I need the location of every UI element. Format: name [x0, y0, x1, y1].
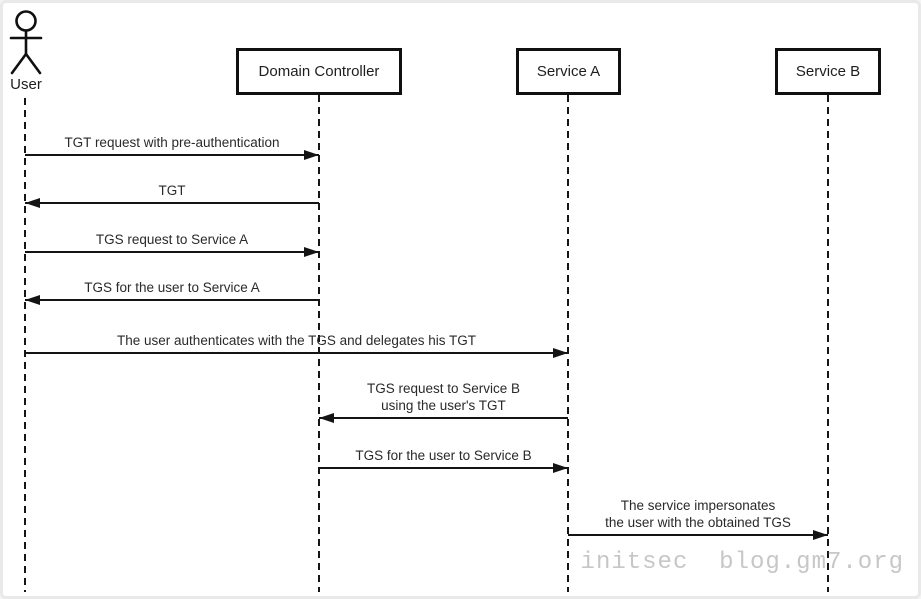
lifeline-domain-controller — [318, 95, 320, 592]
message-line — [25, 299, 319, 301]
message-label: TGS for the user to Service A — [84, 280, 260, 295]
participant-domain-controller: Domain Controller — [236, 48, 402, 95]
participant-service-b: Service B — [775, 48, 881, 95]
message-label: The user authenticates with the TGS and … — [117, 333, 476, 348]
arrowhead-right-icon — [304, 247, 319, 257]
arrowhead-right-icon — [813, 530, 828, 540]
arrowhead-right-icon — [553, 463, 568, 473]
message-line — [25, 251, 319, 253]
participant-label: Service A — [536, 63, 601, 80]
message-line — [319, 467, 568, 469]
message-label: TGS for the user to Service B — [355, 448, 532, 463]
message-label: TGS request to Service A — [95, 232, 249, 247]
message-label: TGT — [158, 183, 186, 198]
watermark: initsec blog.gm7.org — [580, 549, 904, 576]
arrowhead-left-icon — [25, 198, 40, 208]
arrowhead-left-icon — [319, 413, 334, 423]
message-line — [25, 154, 319, 156]
arrowhead-right-icon — [553, 348, 568, 358]
message-label: TGS request to Service B using the user'… — [366, 381, 521, 413]
participant-label: Service B — [795, 63, 861, 80]
lifeline-service-a — [567, 95, 569, 592]
participant-label: Domain Controller — [258, 63, 380, 80]
message-line — [25, 352, 568, 354]
message-label: TGT request with pre-authentication — [64, 135, 280, 150]
actor-label-user: User — [10, 76, 42, 93]
message-line — [25, 202, 319, 204]
participant-service-a: Service A — [516, 48, 621, 95]
lifeline-user — [24, 98, 26, 592]
message-line — [319, 417, 568, 419]
user-actor-icon — [9, 10, 43, 75]
message-label: The service impersonates the user with t… — [605, 498, 791, 530]
arrowhead-right-icon — [304, 150, 319, 160]
arrowhead-left-icon — [25, 295, 40, 305]
message-line — [568, 534, 828, 536]
lifeline-service-b — [827, 95, 829, 592]
